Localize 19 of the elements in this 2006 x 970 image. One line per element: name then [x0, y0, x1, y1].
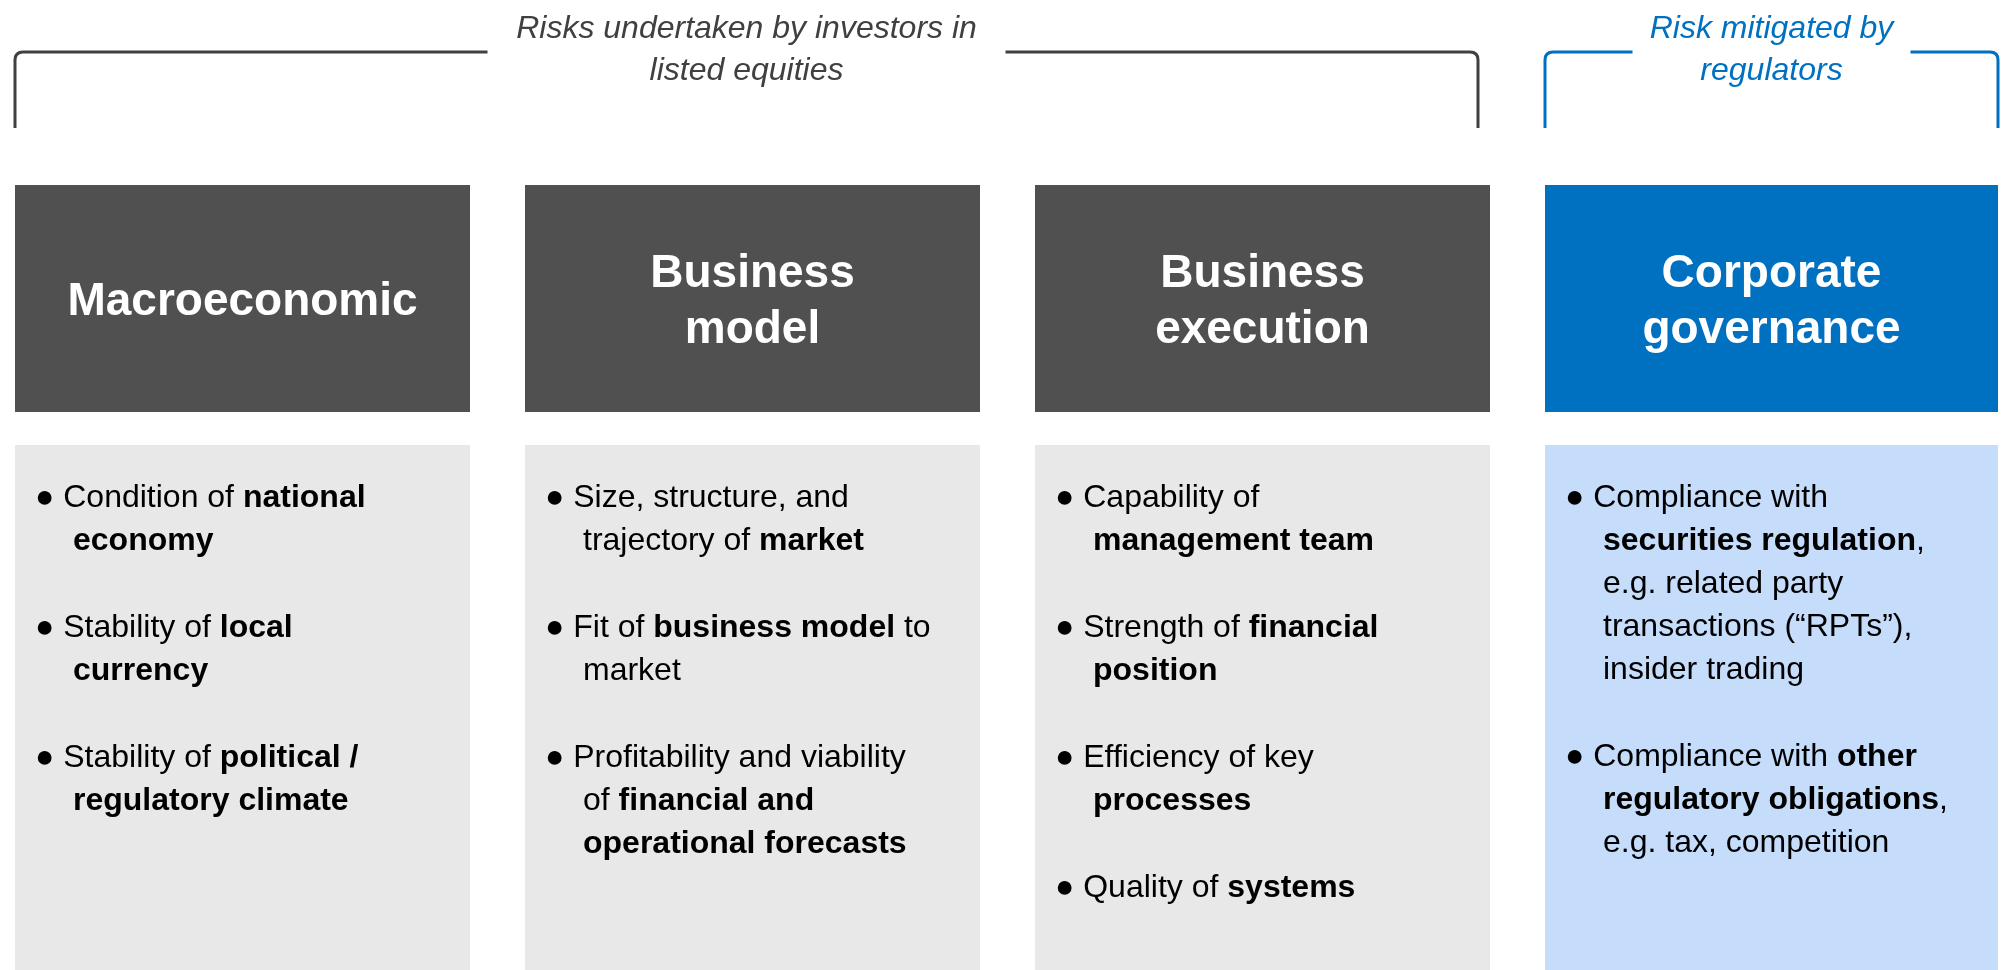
bullet-item: ● Condition of national economy — [35, 477, 367, 559]
bullet-item: ● Capability of management team — [1055, 477, 1375, 559]
bullet-item: ● Fit of business model to market — [545, 607, 932, 689]
category-header: Macroeconomic — [15, 185, 470, 412]
bullet-item: ● Stability of local currency — [35, 607, 294, 689]
bullet-item: ● Size, structure, and trajectory of market — [545, 477, 865, 559]
bullet-item: ● Strength of financial position — [1055, 607, 1380, 689]
bullet-item: ● Compliance with other regulatory obligations, e.g. tax, competition — [1565, 736, 1949, 861]
category-header: Business model — [525, 185, 980, 412]
category-header: Corporate governance — [1545, 185, 1998, 412]
bullet-item: ● Stability of political / regulatory climate — [35, 737, 360, 819]
bullet-item: ● Profitability and viability of financial and operational forecasts — [545, 737, 908, 862]
category-header: Business execution — [1035, 185, 1490, 412]
risk-list-panel — [1545, 445, 1998, 970]
bullet-item: ● Compliance with securities regulation, e.g. related party transactions (“RPTs”), insider trading — [1565, 477, 1926, 688]
bracket-label: Risk mitigated by regulators — [1648, 8, 1896, 89]
bullet-item: ● Quality of systems — [1055, 867, 1357, 906]
bullet-item: ● Efficiency of key processes — [1055, 737, 1315, 819]
bracket-label: Risks undertaken by investors in listed equities — [515, 8, 978, 89]
